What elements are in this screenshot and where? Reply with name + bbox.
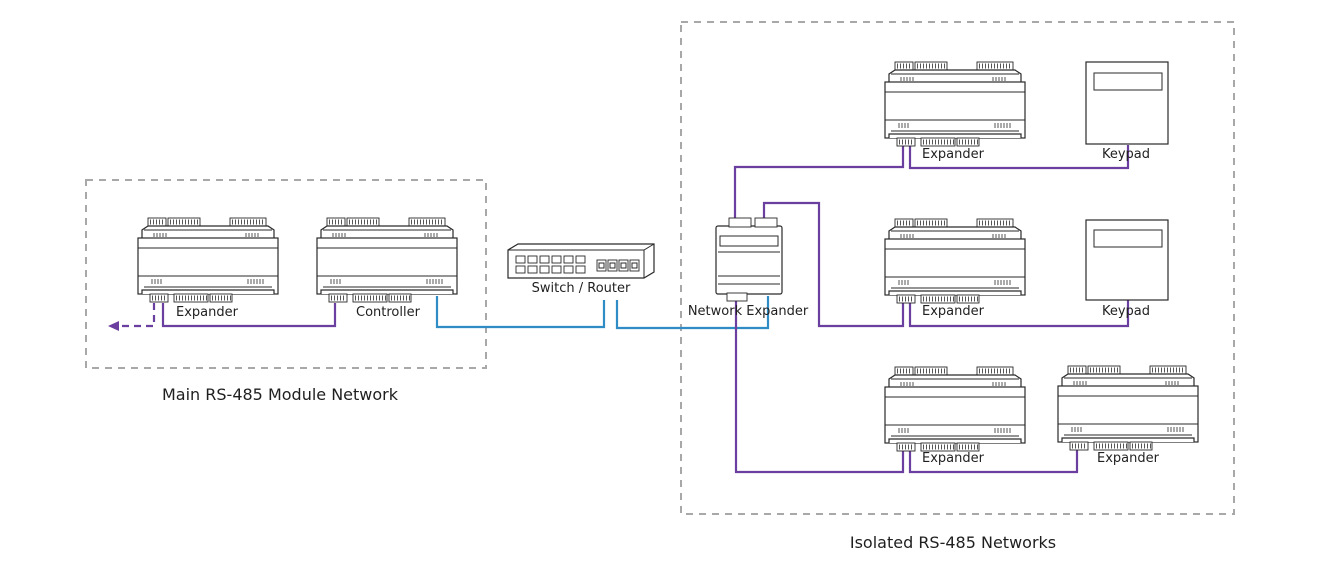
keypad-2[interactable] bbox=[1085, 219, 1169, 301]
iso-expander-3[interactable] bbox=[884, 366, 1026, 452]
controller-label: Controller bbox=[356, 305, 421, 320]
rs485-wire-iso-1-uplink bbox=[733, 144, 905, 220]
rs485-wire-main-continuation bbox=[118, 303, 156, 328]
isolated-networks-boundary bbox=[680, 21, 1235, 515]
switch-router[interactable] bbox=[507, 243, 655, 279]
main-expander[interactable] bbox=[137, 217, 279, 303]
rs485-wire-iso-3-uplink bbox=[734, 300, 905, 474]
rs485-wire-main-bus bbox=[161, 303, 337, 328]
network-expander-label: Network Expander bbox=[688, 304, 809, 319]
iso-expander-3-label: Expander bbox=[922, 451, 985, 466]
keypad-1-label: Keypad bbox=[1102, 147, 1150, 162]
keypad-1[interactable] bbox=[1085, 61, 1169, 145]
iso-expander-2[interactable] bbox=[884, 218, 1026, 304]
main-expander-label: Expander bbox=[176, 305, 239, 320]
keypad-2-label: Keypad bbox=[1102, 304, 1150, 319]
isolated-networks-label: Isolated RS-485 Networks bbox=[850, 533, 1056, 552]
ethernet-wire-switch-netexp bbox=[615, 296, 770, 330]
rs485-continuation-arrow bbox=[108, 321, 119, 331]
iso-expander-2-label: Expander bbox=[922, 304, 985, 319]
main-network-label: Main RS-485 Module Network bbox=[162, 385, 399, 404]
iso-expander-1-label: Expander bbox=[922, 147, 985, 162]
iso-expander-4[interactable] bbox=[1057, 365, 1199, 451]
ethernet-wire-controller-switch bbox=[435, 296, 606, 329]
iso-expander-1[interactable] bbox=[884, 61, 1026, 147]
rs485-wire-iso-3-chain bbox=[908, 447, 1079, 474]
network-expander[interactable] bbox=[715, 217, 783, 302]
main-network-boundary bbox=[85, 179, 487, 369]
wiring bbox=[108, 144, 1130, 474]
switch-router-label: Switch / Router bbox=[532, 281, 631, 296]
rs485-wire-iso-2-uplink bbox=[762, 201, 905, 328]
rs485-wire-iso-1-keypad bbox=[908, 144, 1130, 170]
iso-expander-4-label: Expander bbox=[1097, 451, 1160, 466]
controller[interactable] bbox=[316, 217, 458, 303]
rs485-wire-iso-2-keypad bbox=[908, 300, 1130, 328]
